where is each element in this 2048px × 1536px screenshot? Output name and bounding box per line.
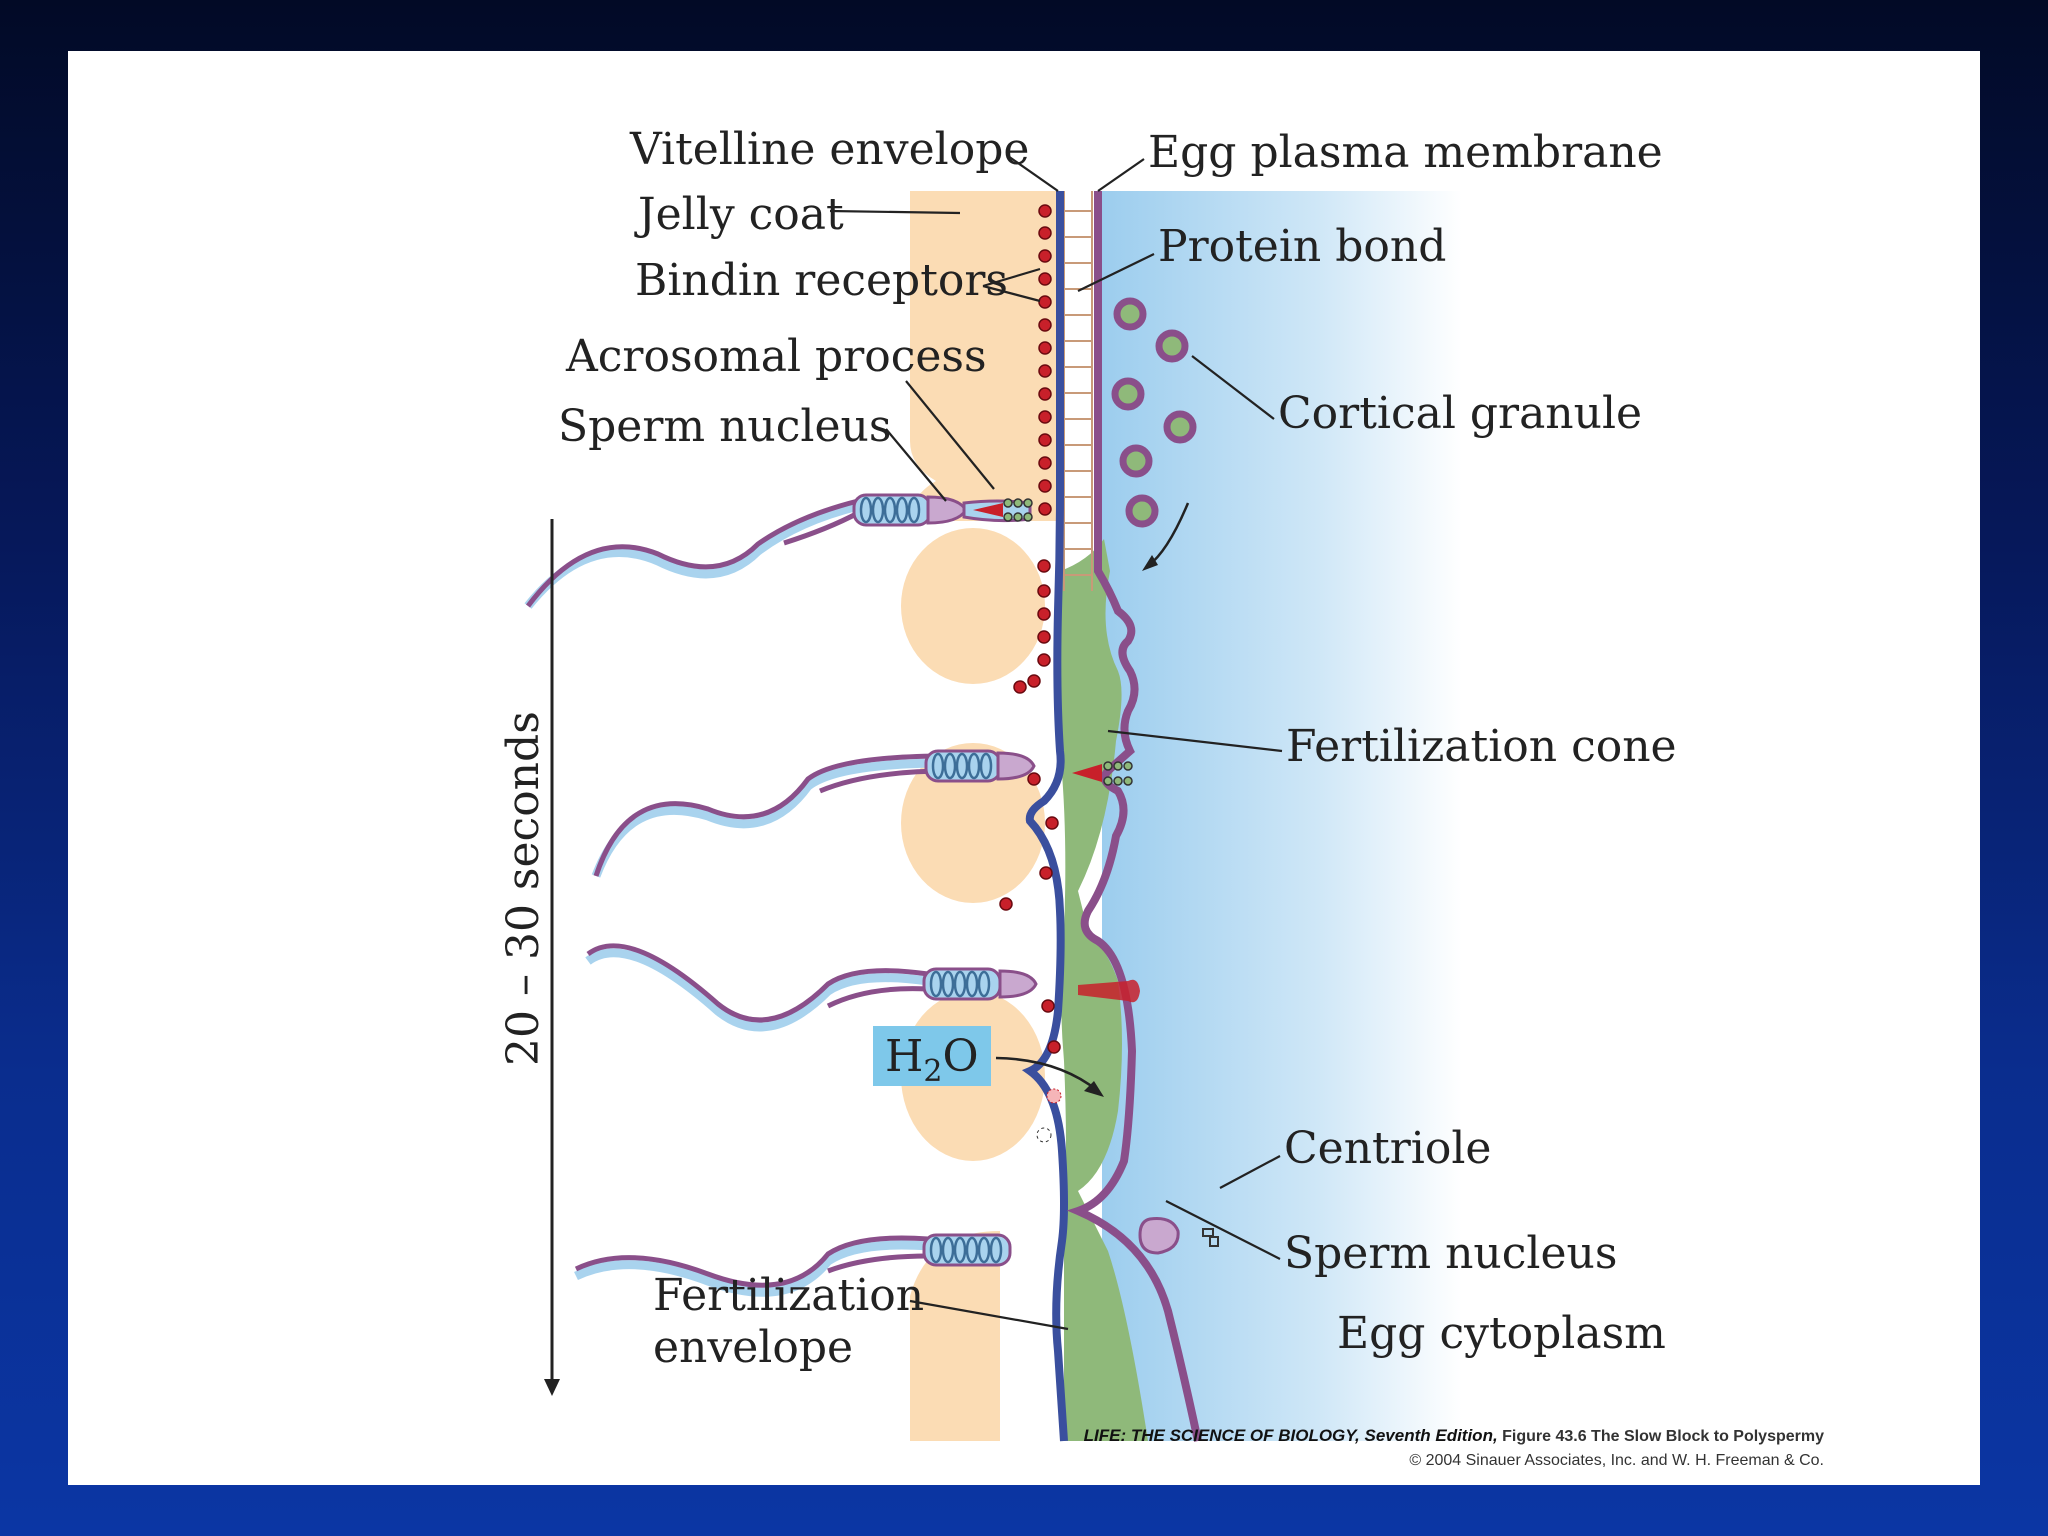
- h2o-box: [873, 1026, 991, 1086]
- label-fertilization-envelope-2: envelope: [653, 1322, 853, 1373]
- h2o-arrowhead: [1084, 1081, 1104, 1097]
- vitelline-envelope-line: [1021, 191, 1068, 1442]
- label-bindin-receptors: Bindin receptors: [635, 255, 1008, 306]
- h2o-label: H2O: [885, 1031, 979, 1089]
- caption-source: LIFE: THE SCIENCE OF BIOLOGY, Seventh Ed…: [1084, 1426, 1824, 1445]
- time-axis-label: 20 – 30 seconds: [498, 711, 549, 1066]
- fading-receptor: [1046, 1088, 1062, 1104]
- label-egg-cytoplasm: Egg cytoplasm: [1337, 1308, 1666, 1359]
- figure-panel: H2O 20 – 30 seconds Vitelline envelope E…: [68, 51, 1980, 1485]
- leader-protein-bond: [1077, 253, 1155, 292]
- leader-egg-plasma-membrane: [1097, 158, 1145, 192]
- leader-acrosomal-process: [905, 380, 995, 490]
- fading-receptor: [1036, 1127, 1052, 1143]
- acrosome-granules-2: [1103, 761, 1133, 786]
- centriole-shape: [1202, 1228, 1219, 1247]
- slow-block-diagram: H2O 20 – 30 seconds Vitelline envelope E…: [498, 124, 1824, 1469]
- leader-cortical-granule: [1191, 355, 1275, 420]
- exocytosis-arrowhead: [1142, 555, 1158, 571]
- jelly-lump: [901, 528, 1045, 684]
- sperm-2: [591, 749, 1102, 878]
- jelly-coat-region: [910, 191, 1056, 521]
- sperm-3: [585, 943, 1140, 1032]
- caption-copyright: © 2004 Sinauer Associates, Inc. and W. H…: [1409, 1452, 1824, 1469]
- leader-vitelline-envelope: [1007, 155, 1059, 192]
- leader-fertilization-cone: [1107, 729, 1283, 753]
- label-egg-plasma-membrane: Egg plasma membrane: [1148, 127, 1663, 178]
- leader-centriole: [1219, 1155, 1281, 1189]
- label-jelly-coat: Jelly coat: [634, 189, 844, 240]
- jelly-lump: [910, 1231, 1000, 1441]
- sperm-1: [524, 493, 1032, 609]
- bindin-receptors: [999, 204, 1061, 1054]
- acrosome-granules-1: [1003, 498, 1033, 522]
- leader-fertilization-envelope: [909, 1299, 1069, 1331]
- label-fertilization-envelope-1: Fertilization: [653, 1270, 924, 1321]
- label-acrosomal-process: Acrosomal process: [565, 331, 987, 382]
- label-vitelline-envelope: Vitelline envelope: [629, 124, 1029, 175]
- sperm-4: [574, 1233, 1012, 1297]
- label-centriole: Centriole: [1284, 1123, 1491, 1174]
- label-cortical-granule: Cortical granule: [1278, 388, 1642, 439]
- label-protein-bond: Protein bond: [1158, 221, 1446, 272]
- time-axis-arrowhead: [544, 1379, 560, 1396]
- jelly-lump: [901, 743, 1045, 903]
- cortical-granules: [1111, 297, 1197, 528]
- h2o-arrow: [995, 1056, 1099, 1092]
- leader-jelly-coat: [829, 209, 961, 215]
- label-sperm-nucleus-bottom: Sperm nucleus: [1284, 1228, 1617, 1279]
- protein-bond-ladder: [1063, 191, 1093, 591]
- label-fertilization-cone: Fertilization cone: [1286, 721, 1677, 772]
- leader-sperm-nucleus-bottom: [1165, 1200, 1281, 1260]
- leader-bindin-receptors: [982, 267, 1041, 303]
- egg-plasma-membrane-line: [1066, 191, 1202, 1442]
- label-sperm-nucleus-top: Sperm nucleus: [558, 401, 891, 452]
- leader-sperm-nucleus-top: [885, 428, 947, 502]
- sperm-nucleus-inside-egg: [1138, 1217, 1180, 1255]
